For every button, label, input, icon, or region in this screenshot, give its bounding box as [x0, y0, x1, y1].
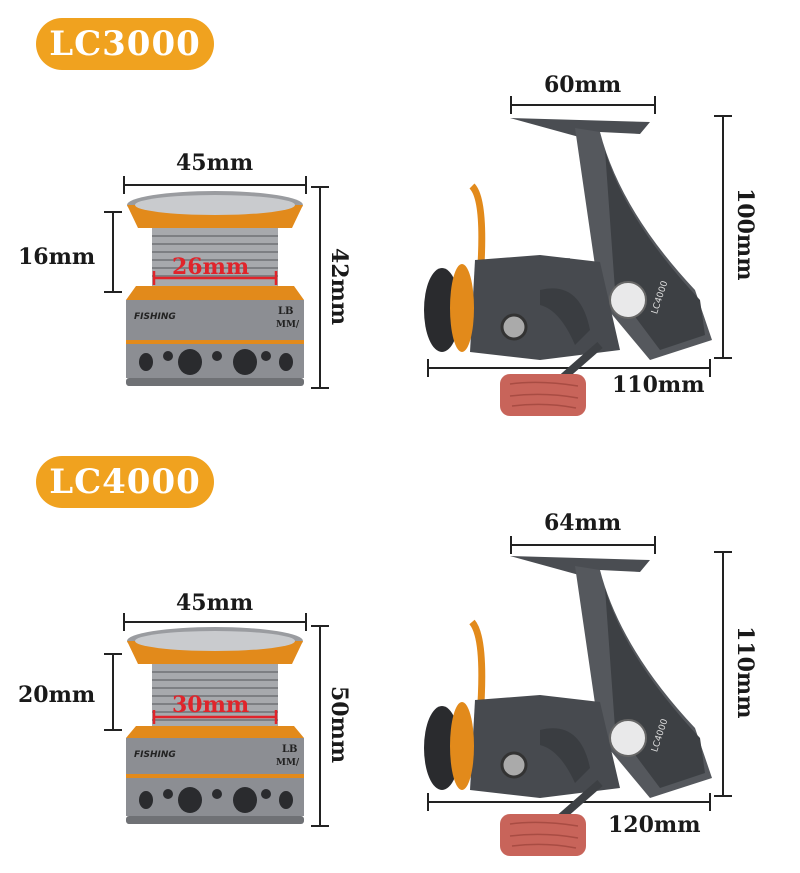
reel-diagram: LC4000 — [424, 536, 732, 856]
model-badge: LC3000 — [36, 18, 214, 70]
model-badge: LC4000 — [36, 456, 214, 508]
reel-length: 110mm — [612, 372, 705, 398]
reel-handle-width: 60mm — [544, 72, 622, 98]
reel-length: 120mm — [608, 812, 701, 838]
spool-inner-width: 26mm — [172, 254, 250, 280]
spool-label-code: LB — [278, 306, 294, 317]
spool-diagram — [104, 613, 329, 827]
spool-label-unit: MM/ — [276, 320, 300, 330]
section-lc4000: LC4000 45mm — [0, 438, 800, 873]
spool-top-width: 45mm — [176, 590, 254, 616]
spool-inner-width: 30mm — [172, 692, 250, 718]
spool-label-unit: MM/ — [276, 758, 300, 768]
spool-line-depth: 20mm — [18, 682, 96, 708]
reel-handle-width: 64mm — [544, 510, 622, 536]
spool-label-brand: FISHING — [134, 312, 176, 322]
spool-line-depth: 16mm — [18, 244, 96, 270]
reel-diagram: LC4000 — [424, 96, 732, 416]
spool-label-code: LB — [282, 744, 298, 755]
spool-diagram — [104, 176, 329, 389]
spool-top-width: 45mm — [176, 150, 254, 176]
reel-height: 110mm — [732, 626, 758, 719]
section-lc3000: LC3000 — [0, 0, 800, 435]
reel-height: 100mm — [732, 188, 758, 281]
spool-label-brand: FISHING — [134, 750, 176, 760]
